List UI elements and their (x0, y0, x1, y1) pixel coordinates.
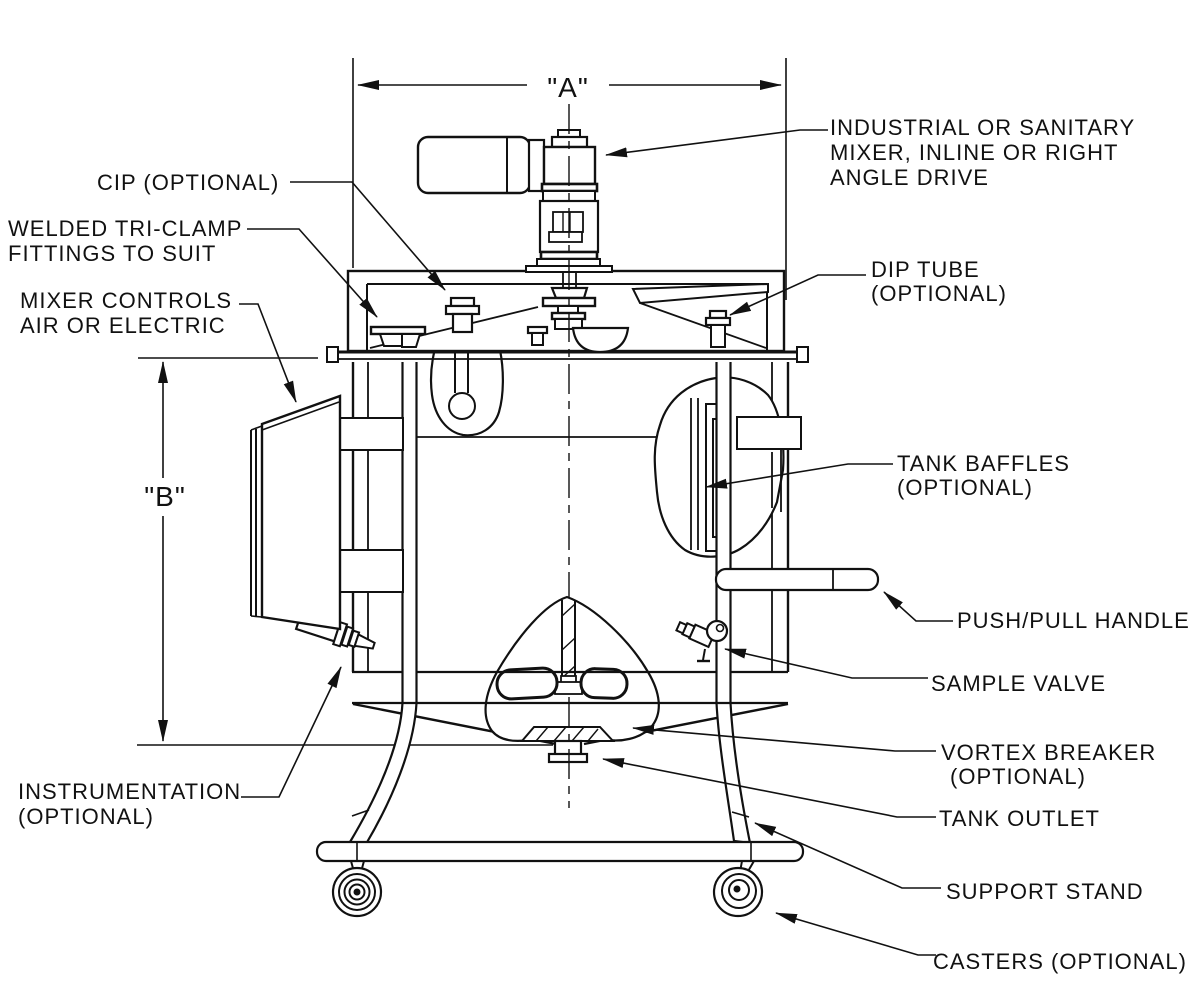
bearing-bowl (571, 326, 630, 354)
mixer-control-panel (250, 394, 404, 631)
lid-fittings (369, 286, 732, 354)
vortex-breaker-plate (519, 726, 616, 742)
breakout-impeller (484, 595, 660, 743)
vortex-hatch (571, 726, 585, 742)
label-industrial-mixer: MIXER, INLINE OR RIGHT (830, 140, 1118, 165)
label-dip-tube: (OPTIONAL) (871, 281, 1007, 306)
sample-valve (675, 619, 729, 663)
handle-bar (714, 567, 880, 592)
label-vortex-breaker: (OPTIONAL) (950, 764, 1086, 789)
dimension-a (352, 58, 787, 300)
label-handle: PUSH/PULL HANDLE (957, 608, 1190, 633)
label-vortex-breaker: VORTEX BREAKER (941, 740, 1156, 765)
label-instrumentation: INSTRUMENTATION (18, 779, 241, 804)
push-pull-handle (714, 567, 880, 592)
label-mixer-controls: AIR OR ELECTRIC (20, 313, 226, 338)
label-sample-valve: SAMPLE VALVE (931, 671, 1106, 696)
label-instrumentation: (OPTIONAL) (18, 804, 154, 829)
caster-left (331, 866, 383, 918)
front-leg-right-fill (716, 362, 731, 703)
label-welded-fittings: WELDED TRI-CLAMP (8, 216, 242, 241)
leader-tank-outlet (602, 758, 936, 818)
outlet-flange (547, 752, 589, 764)
spray-ball (448, 392, 476, 420)
panel-hinge-top (250, 425, 263, 431)
label-tank-outlet: TANK OUTLET (939, 806, 1100, 831)
tank-outlet-stub (547, 739, 589, 764)
label-tank-baffles: TANK BAFFLES (897, 451, 1070, 476)
valve-knob-detail (715, 623, 725, 633)
dim-b-label: "B" (144, 481, 186, 512)
leader-support-stand (754, 822, 941, 889)
leader-lines (239, 129, 953, 956)
column-step (548, 231, 583, 243)
label-casters: CASTERS (OPTIONAL) (933, 949, 1187, 974)
vortex-hatch (553, 726, 567, 742)
base-bar (315, 840, 805, 863)
tri-clamp-fitting (369, 325, 427, 348)
panel-hinge-bottom (250, 615, 263, 618)
leader-sample-valve (724, 648, 928, 679)
impeller-blade-right (579, 667, 629, 700)
label-cip: CIP (OPTIONAL) (97, 170, 279, 195)
valve-ring (675, 620, 688, 635)
front-leg-left-fill (402, 362, 417, 703)
leader-vortex-breaker (632, 724, 936, 752)
impeller-hub (554, 681, 583, 695)
probe-tip (353, 633, 376, 650)
panel-bracket-top (339, 417, 404, 451)
column-window (552, 211, 584, 233)
label-mixer-controls: MIXER CONTROLS (20, 288, 232, 313)
leader-cip (290, 181, 446, 291)
leader-mixer-controls (239, 303, 297, 403)
column-band (539, 250, 599, 261)
baffle-bracket (736, 416, 802, 450)
leader-welded-fittings (247, 228, 378, 318)
leader-instrumentation (241, 666, 342, 798)
mixer-drive (416, 129, 613, 273)
panel-bracket-bottom (339, 549, 404, 593)
label-dip-tube: DIP TUBE (871, 257, 980, 282)
leader-industrial-mixer (605, 129, 828, 158)
vortex-hatch (535, 726, 549, 742)
lower-leg-right (715, 701, 752, 845)
small-ferrule (526, 325, 549, 346)
lid-end-left (326, 346, 339, 363)
shaft-break-hash (561, 603, 576, 617)
vortex-hatch (587, 728, 599, 742)
impeller-blade-left (495, 666, 559, 701)
leg-weld-tick (351, 809, 370, 817)
lid-end-right (796, 346, 809, 363)
label-welded-fittings: FITTINGS TO SUIT (8, 241, 216, 266)
base-and-casters (315, 840, 805, 918)
shaft-break-hash (561, 637, 576, 651)
callout-labels: "A" "B" INDUSTRIAL OR SANITARY MIXER, IN… (8, 72, 1190, 974)
panel-face (260, 394, 342, 631)
stand-lower-band (352, 670, 788, 705)
label-support-stand: SUPPORT STAND (946, 879, 1144, 904)
motor-body (416, 135, 532, 195)
leg-weld-tick (731, 811, 750, 818)
sloped-panel (631, 282, 769, 305)
dip-tube-fitting (704, 309, 732, 348)
leader-handle (883, 591, 953, 622)
vortex-breaker (519, 726, 616, 742)
label-industrial-mixer: INDUSTRIAL OR SANITARY (830, 115, 1135, 140)
label-tank-baffles: (OPTIONAL) (897, 475, 1033, 500)
dimension-b (137, 357, 553, 746)
lower-leg-left (348, 701, 418, 846)
panel-top-edge (261, 401, 340, 431)
leader-tank-baffles (705, 463, 893, 489)
leader-casters (775, 912, 936, 956)
valve-stem (702, 648, 706, 661)
head-slope-right (639, 302, 767, 349)
cip-fitting (444, 296, 481, 334)
caster-right (712, 866, 764, 918)
label-industrial-mixer: ANGLE DRIVE (830, 165, 989, 190)
dim-a-label: "A" (547, 72, 589, 103)
leader-dip-tube (729, 274, 866, 316)
